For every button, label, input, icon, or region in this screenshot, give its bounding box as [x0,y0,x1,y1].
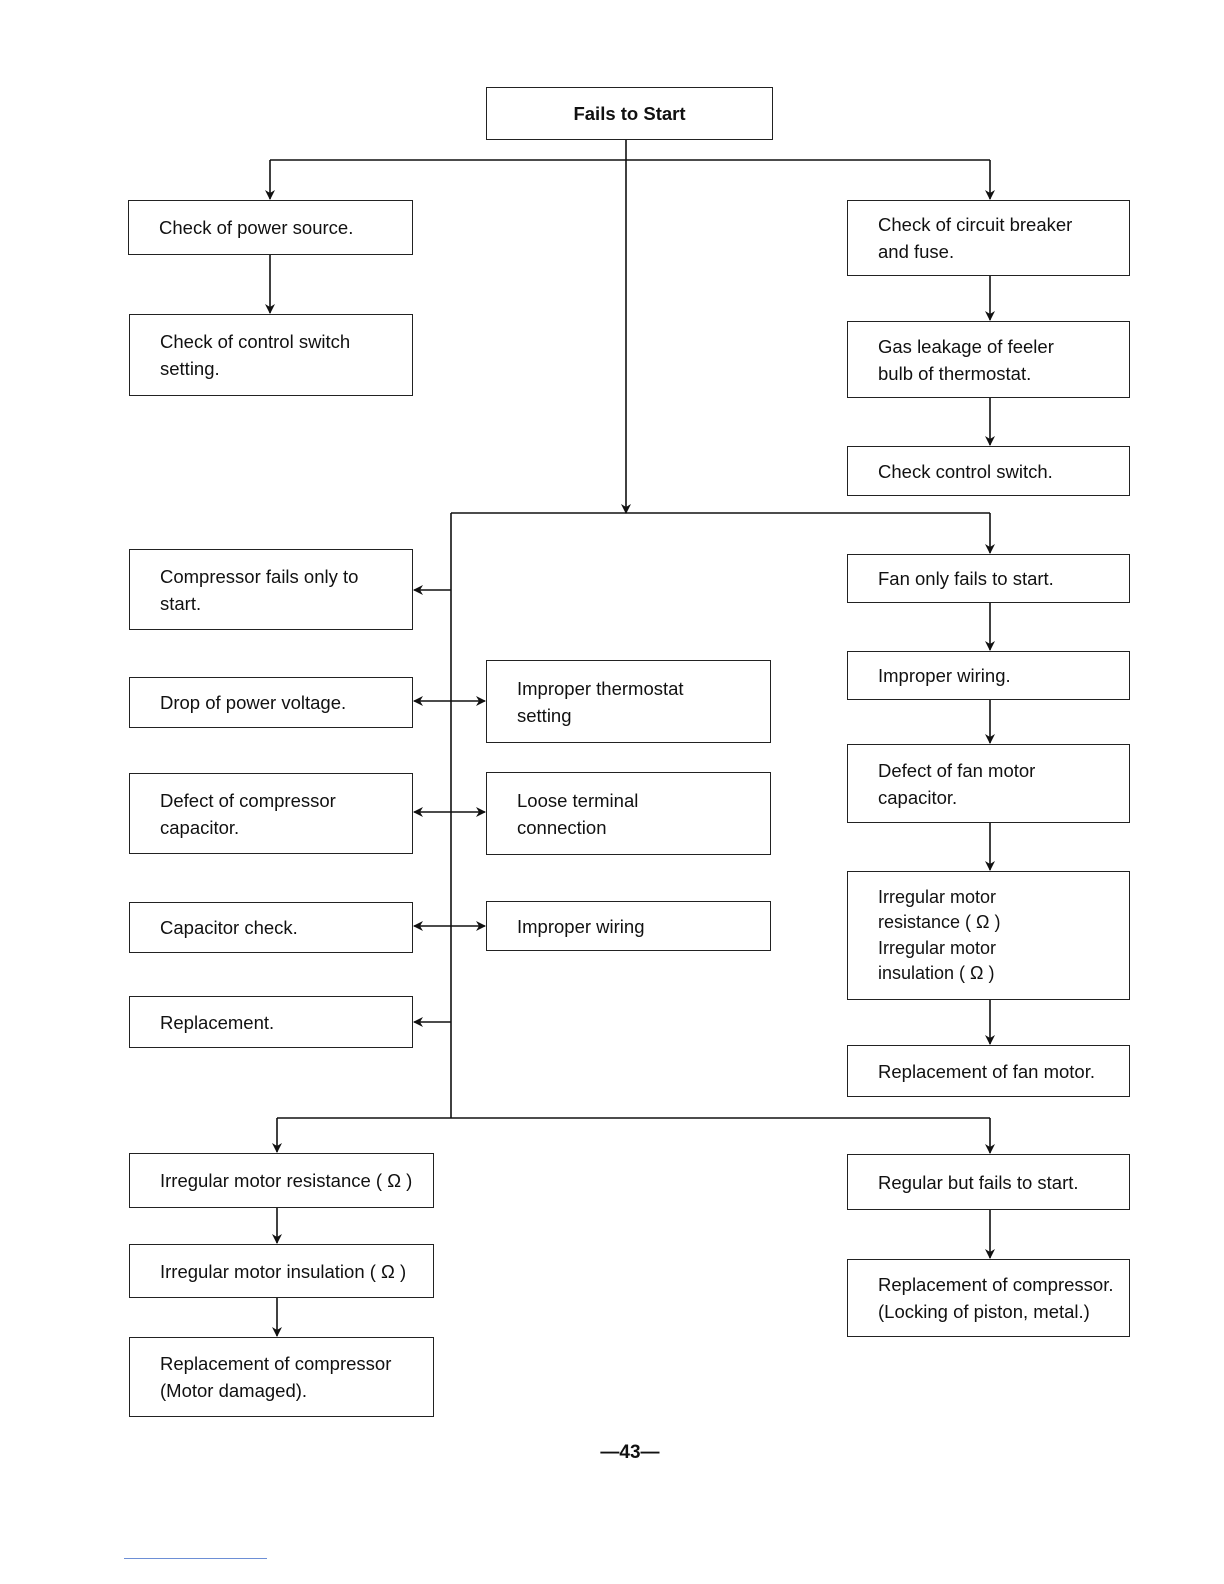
power-source-box: Check of power source. [128,200,413,255]
irregular-fan-motor-box: Irregular motor resistance ( Ω ) Irregul… [847,871,1130,1000]
compressor-fails-box: Compressor fails only to start. [129,549,413,630]
replace-compressor-damaged-box: Replacement of compressor (Motor damaged… [129,1337,434,1417]
improper-wiring-label: Improper wiring [517,915,645,937]
control-switch-setting-label: Check of control switch setting. [160,331,351,379]
improper-thermostat-label: Improper thermostat setting [517,677,684,726]
gas-leakage-box: Gas leakage of feeler bulb of thermostat… [847,321,1130,398]
improper-thermostat-box: Improper thermostat setting [486,660,771,743]
footer-rule [124,1558,267,1559]
replace-compressor-locking-box: Replacement of compressor. (Locking of p… [847,1259,1130,1337]
title-label: Fails to Start [573,103,686,124]
fan-only-fails-label: Fan only fails to start. [878,568,1054,589]
check-control-switch-box: Check control switch. [847,446,1130,496]
replacement-label: Replacement. [160,1011,275,1033]
gas-leakage-label: Gas leakage of feeler bulb of thermostat… [878,335,1054,384]
drop-voltage-label: Drop of power voltage. [160,692,347,713]
circuit-breaker-label: Check of circuit breaker and fuse. [878,214,1073,262]
fan-only-fails-box: Fan only fails to start. [847,554,1130,603]
circuit-breaker-box: Check of circuit breaker and fuse. [847,200,1130,276]
capacitor-check-box: Capacitor check. [129,902,413,953]
replace-compressor-locking-label: Replacement of compressor. (Locking of p… [878,1274,1114,1322]
irregular-resistance-label: Irregular motor resistance ( Ω ) [160,1170,413,1191]
power-source-label: Check of power source. [159,217,354,238]
irregular-insulation-box: Irregular motor insulation ( Ω ) [129,1244,434,1298]
page-number: —43— [600,1442,660,1463]
regular-fails-label: Regular but fails to start. [878,1171,1079,1193]
improper-wiring-box: Improper wiring [486,901,771,951]
loose-terminal-box: Loose terminal connection [486,772,771,855]
title-box: Fails to Start [486,87,773,140]
drop-voltage-box: Drop of power voltage. [129,677,413,728]
control-switch-setting-box: Check of control switch setting. [129,314,413,396]
replace-fan-motor-box: Replacement of fan motor. [847,1045,1130,1097]
compressor-fails-label: Compressor fails only to start. [160,565,359,614]
improper-wiring-fan-label: Improper wiring. [878,665,1011,686]
defect-compressor-capacitor-label: Defect of compressor capacitor. [160,789,336,838]
improper-wiring-fan-box: Improper wiring. [847,651,1130,700]
replace-fan-motor-label: Replacement of fan motor. [878,1060,1095,1082]
irregular-fan-motor-label: Irregular motor resistance ( Ω ) Irregul… [878,886,1001,984]
capacitor-check-label: Capacitor check. [160,917,298,938]
defect-fan-capacitor-box: Defect of fan motor capacitor. [847,744,1130,823]
defect-compressor-capacitor-box: Defect of compressor capacitor. [129,773,413,854]
loose-terminal-label: Loose terminal connection [517,789,639,838]
regular-fails-box: Regular but fails to start. [847,1154,1130,1210]
irregular-insulation-label: Irregular motor insulation ( Ω ) [160,1260,407,1282]
replacement-box: Replacement. [129,996,413,1048]
irregular-resistance-box: Irregular motor resistance ( Ω ) [129,1153,434,1208]
check-control-switch-label: Check control switch. [878,460,1053,482]
defect-fan-capacitor-label: Defect of fan motor capacitor. [878,759,1036,808]
replace-compressor-damaged-label: Replacement of compressor (Motor damaged… [160,1353,392,1401]
